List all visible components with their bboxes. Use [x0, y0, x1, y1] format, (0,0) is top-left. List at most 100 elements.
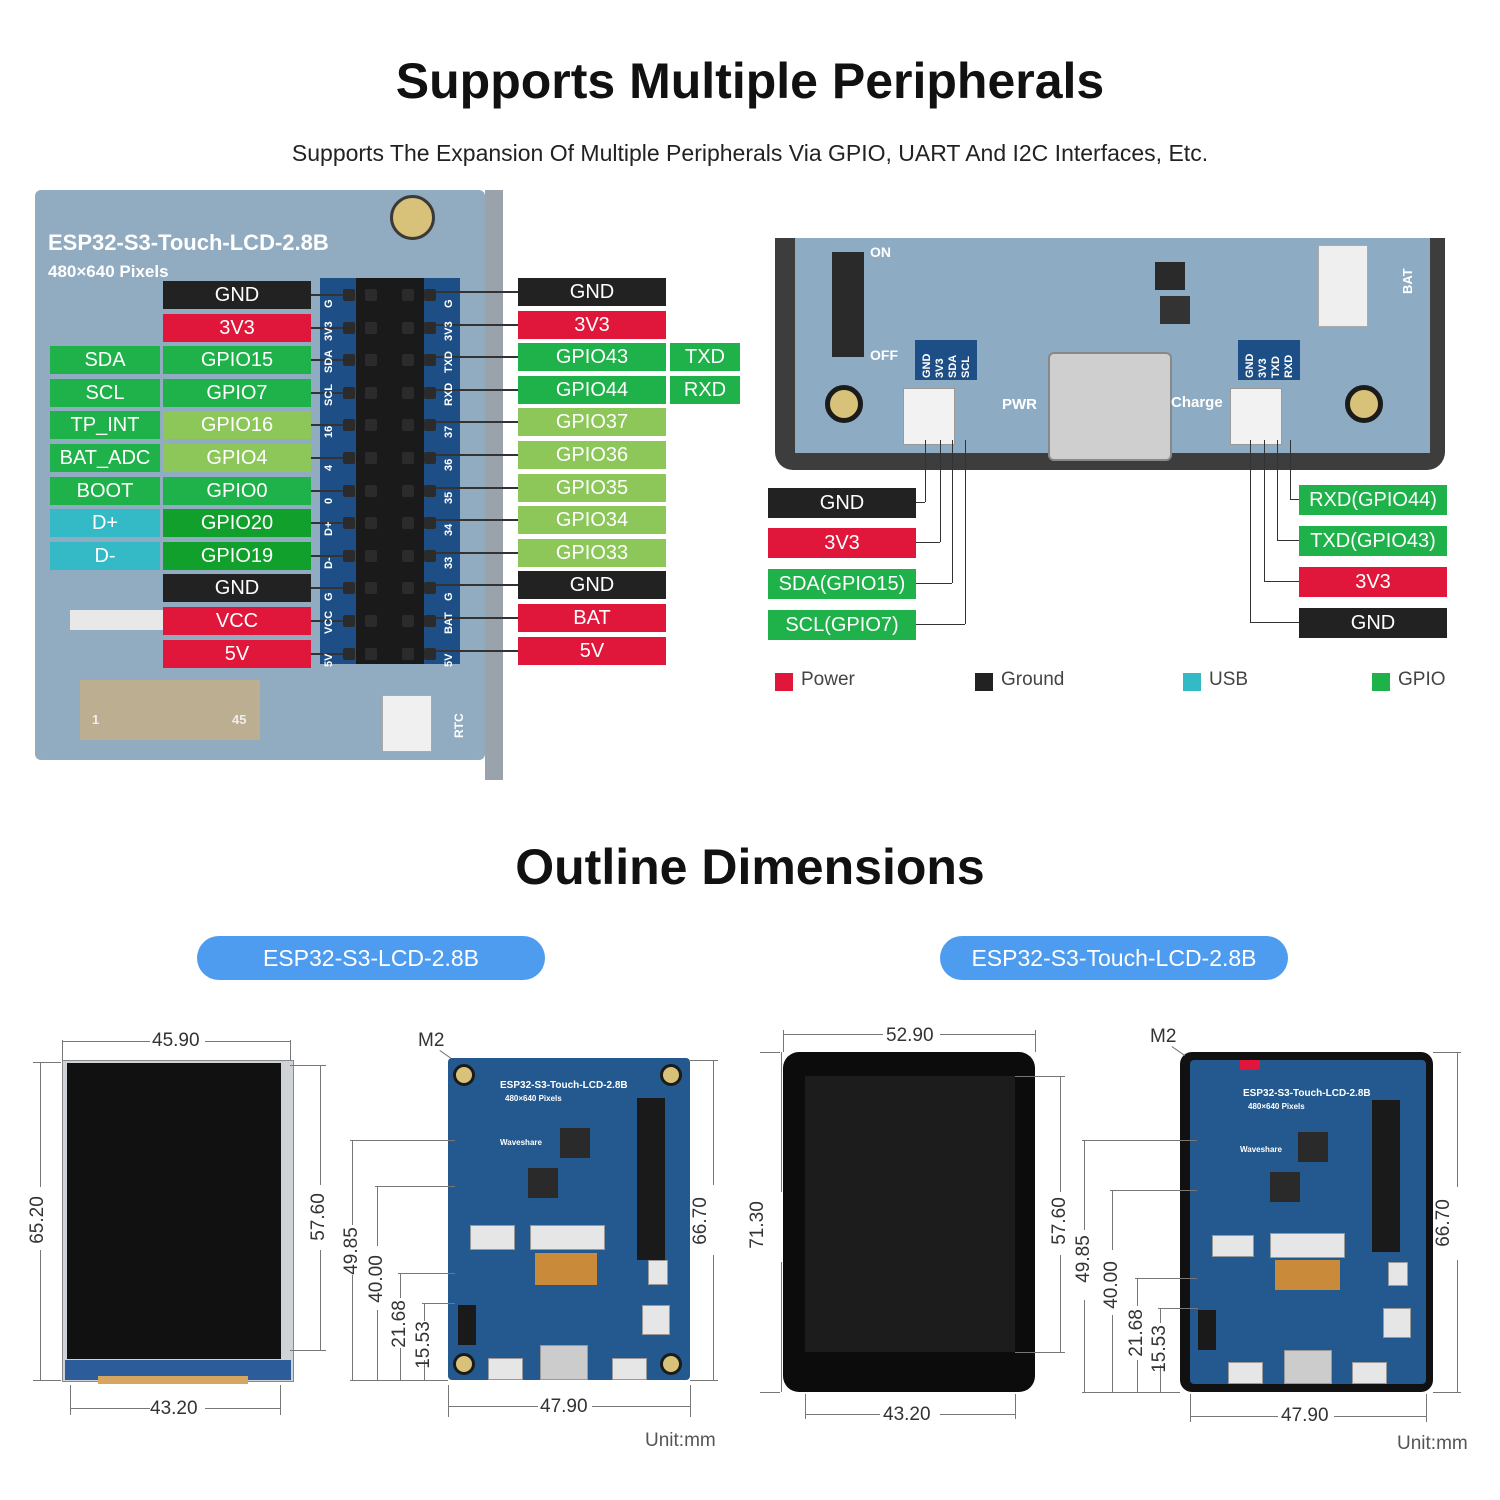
pin-label-right: 3V3 — [518, 311, 666, 339]
dim-b-back-d2: 40.00 — [1100, 1261, 1122, 1309]
pin-leader-line — [311, 522, 347, 524]
pin-silk-left: 4 — [323, 464, 335, 471]
rtc-text: RTC — [452, 713, 466, 738]
pin-pad-icon — [424, 452, 436, 464]
pin-socket-icon — [402, 517, 414, 529]
small-board-name: ESP32-S3-Touch-LCD-2.8B — [500, 1080, 628, 1091]
pin-socket-icon — [402, 354, 414, 366]
pin-leader-line — [311, 457, 347, 459]
uart-silk-text: RXD — [1283, 354, 1295, 378]
pin-leader-line — [311, 653, 347, 655]
pin-alt-label-left: D+ — [50, 509, 160, 537]
dim-b-front-height-inner: 57.60 — [1048, 1197, 1070, 1245]
pin-pad-icon — [424, 289, 436, 301]
usb-c-port-icon — [1048, 352, 1172, 461]
pin-silk-right: G — [443, 592, 455, 601]
leader-line — [916, 542, 940, 543]
board-name-text: ESP32-S3-Touch-LCD-2.8B — [48, 230, 329, 255]
pin-leader-line — [436, 291, 518, 293]
pin-pad-icon — [343, 615, 355, 627]
power-switch-icon — [1198, 1310, 1216, 1350]
chip-icon — [528, 1168, 558, 1198]
uart-label: GND — [1299, 608, 1447, 638]
chip-icon — [560, 1128, 590, 1158]
pin-leader-line — [436, 324, 518, 326]
dim-a-back-d1: 49.85 — [340, 1227, 362, 1275]
fpc-connector-icon — [1270, 1233, 1345, 1258]
dim-a-back-width: 47.90 — [540, 1396, 588, 1417]
ribbon-cable-icon — [1275, 1260, 1340, 1290]
legend-label: USB — [1209, 669, 1249, 690]
pin-socket-icon — [365, 354, 377, 366]
leader-line — [1250, 440, 1251, 622]
outline-title: Outline Dimensions — [515, 839, 985, 895]
pin-silk-right: 33 — [443, 556, 455, 569]
i2c-connector-icon — [1228, 1362, 1263, 1384]
dim-a-back-d4: 15.53 — [412, 1321, 434, 1369]
pin-silk-right: BAT — [443, 612, 455, 634]
pin-socket-icon — [365, 387, 377, 399]
pin-leader-line — [436, 617, 518, 619]
pwr-text: PWR — [1002, 396, 1037, 413]
dim-a-front-height-outer: 65.20 — [26, 1196, 48, 1244]
pin-silk-right: 36 — [443, 458, 455, 471]
pin-socket-icon — [402, 550, 414, 562]
charge-text: Charge — [1171, 394, 1223, 411]
uart-connector-icon — [1230, 388, 1282, 445]
legend-swatch — [975, 673, 993, 691]
pin-label-right: 5V — [518, 637, 666, 665]
battery-connector-icon — [642, 1305, 670, 1335]
pin-socket-icon — [402, 615, 414, 627]
mount-hole-icon — [453, 1064, 475, 1086]
rtc-connector-icon — [1388, 1262, 1408, 1286]
pin-pad-icon — [424, 615, 436, 627]
pin-leader-line — [436, 454, 518, 456]
ribbon-cable-icon — [535, 1253, 597, 1285]
chip-icon — [1270, 1172, 1300, 1202]
pin-alt-label-left: SCL — [50, 379, 160, 407]
chip-icon — [1155, 262, 1185, 290]
pin-socket-icon — [365, 322, 377, 334]
uart-label: RXD(GPIO44) — [1299, 485, 1447, 515]
dim-b-front-height-outer: 71.30 — [746, 1201, 768, 1249]
rtc-connector-icon — [648, 1260, 668, 1285]
mount-hole-icon — [453, 1353, 475, 1375]
pin-leader-line — [436, 552, 518, 554]
leader-line — [940, 440, 941, 542]
unit-text-b: Unit:mm — [1397, 1433, 1468, 1454]
pin-pad-icon — [343, 648, 355, 660]
pin-label-right: GPIO43 — [518, 343, 666, 371]
pin-label-right: GND — [518, 278, 666, 306]
status-led-icon — [1240, 1060, 1260, 1070]
pin-socket-icon — [402, 582, 414, 594]
pin-silk-right: 35 — [443, 491, 455, 504]
pin-socket-icon — [402, 322, 414, 334]
fpc-connector-icon — [1212, 1235, 1254, 1257]
dim-a-back-m2: M2 — [418, 1030, 445, 1051]
pin-label-left: GPIO15 — [163, 346, 311, 374]
uart-connector-icon — [612, 1358, 647, 1380]
pin-socket-icon — [365, 648, 377, 660]
pin-pad-icon — [424, 354, 436, 366]
legend-label: GPIO — [1398, 669, 1446, 690]
pin-silk-left: SDA — [323, 349, 335, 373]
chip-icon — [1298, 1132, 1328, 1162]
dim-a-back-height: 66.70 — [689, 1197, 711, 1245]
pin-socket-icon — [402, 648, 414, 660]
dim-b-front-width-top: 52.90 — [886, 1025, 934, 1046]
pin-label-right: GPIO44 — [518, 376, 666, 404]
i2c-silk-text: SDA — [947, 354, 959, 378]
pin-silk-left: VCC — [323, 610, 335, 634]
pin-silk-left: G — [323, 299, 335, 308]
dim-a-back-d3: 21.68 — [388, 1300, 410, 1348]
i2c-label: SDA(GPIO15) — [768, 569, 916, 599]
model-pill-lcd: ESP32-S3-LCD-2.8B — [197, 936, 545, 980]
pin-socket-icon — [365, 582, 377, 594]
i2c-silk-block — [915, 340, 977, 380]
pin-silk-left: 5V — [323, 653, 335, 667]
uart-silk-text: GND — [1244, 353, 1256, 378]
pin-pad-icon — [343, 485, 355, 497]
pin-socket-icon — [365, 485, 377, 497]
i2c-connector-icon — [903, 388, 955, 445]
pin-label-left: GPIO4 — [163, 444, 311, 472]
